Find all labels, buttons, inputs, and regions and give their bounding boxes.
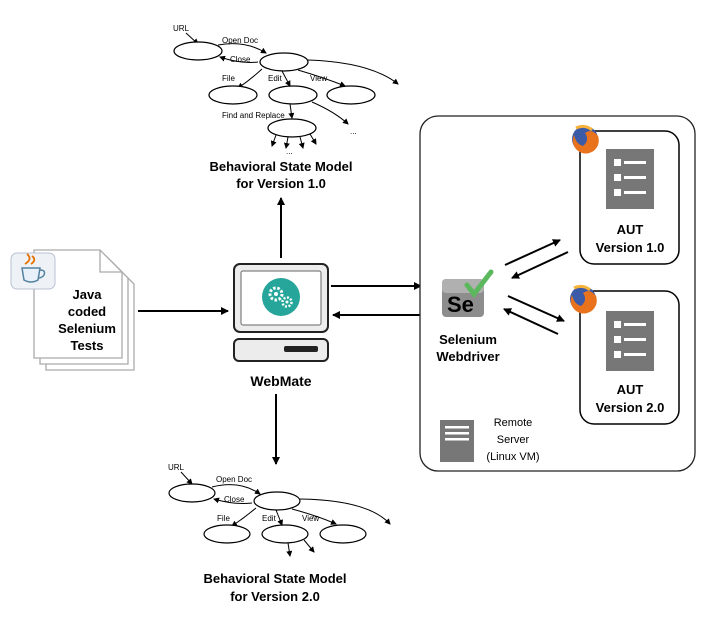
server-line-2: Server [497, 434, 530, 446]
state-node-start [168, 483, 216, 503]
webmate-label: WebMate [250, 373, 311, 389]
state-node-file [203, 524, 251, 544]
aut1-line-1: AUT [617, 222, 644, 237]
edge-label-find-replace: Find and Replace [222, 111, 285, 120]
state-node-doc [259, 52, 309, 72]
state-model-top: URL Open Doc Close File Edit View ... Fi… [173, 24, 399, 191]
state-node-find [267, 118, 317, 138]
ellipsis-2: ... [286, 147, 293, 156]
arrow-selenium-to-aut2 [507, 295, 565, 322]
state-model-bottom: URL Open Doc Close File Edit View ... Be… [168, 463, 391, 604]
state-node-doc [253, 491, 301, 511]
selenium-logo-text: Se [447, 292, 474, 317]
server-line-3: (Linux VM) [486, 451, 539, 463]
edge-label-open-doc: Open Doc [222, 36, 258, 45]
edge-label-file: File [217, 514, 230, 523]
selenium-webdriver: Se Selenium Webdriver [436, 269, 500, 364]
tests-line-1: Java [73, 287, 103, 302]
selenium-line-1: Selenium [439, 332, 497, 347]
java-icon [10, 252, 56, 290]
document-list-icon [606, 311, 654, 371]
tests-line-2: coded [68, 304, 106, 319]
edge-label-file: File [222, 74, 235, 83]
edge-label-view: View [310, 74, 327, 83]
document-list-icon [606, 149, 654, 209]
state-node-start [173, 41, 223, 61]
state-node-view [319, 524, 367, 544]
aut2-line-1: AUT [617, 382, 644, 397]
state-node-edit [268, 85, 318, 105]
aut2-line-2: Version 2.0 [596, 400, 665, 415]
state-node-edit [261, 524, 309, 544]
tests-line-4: Tests [71, 338, 104, 353]
remote-server: Remote Server (Linux VM) [440, 417, 540, 463]
node-label-url: URL [168, 463, 185, 472]
arrow-selenium-to-aut1 [504, 239, 561, 266]
java-tests-documents: Java coded Selenium Tests [10, 249, 135, 371]
firefox-icon [572, 124, 599, 154]
ellipsis-1: ... [350, 127, 357, 136]
edge-label-close: Close [230, 55, 251, 64]
edge-label-view: View [302, 514, 319, 523]
edge-label-edit: Edit [268, 74, 283, 83]
ellipsis-bottom: ... [312, 510, 319, 519]
arrow-aut2-to-selenium [503, 308, 559, 335]
selenium-line-2: Webdriver [436, 349, 499, 364]
aut1-line-2: Version 1.0 [596, 240, 665, 255]
edge-label-open-doc: Open Doc [216, 475, 252, 484]
model-bottom-title-2: for Version 2.0 [230, 589, 320, 604]
gear-icon [262, 278, 300, 316]
arrow-aut1-to-selenium [511, 251, 569, 279]
state-node-view [326, 85, 376, 105]
aut-version-1: AUT Version 1.0 [572, 124, 680, 265]
tests-line-3: Selenium [58, 321, 116, 336]
model-bottom-title-1: Behavioral State Model [203, 571, 346, 586]
server-icon [440, 420, 474, 462]
model-top-title-1: Behavioral State Model [209, 159, 352, 174]
node-label-url: URL [173, 24, 190, 33]
selenium-logo-icon: Se [442, 269, 494, 317]
state-node-file [208, 85, 258, 105]
server-line-1: Remote [494, 417, 533, 429]
webmate-computer: WebMate [233, 263, 329, 389]
model-top-title-2: for Version 1.0 [236, 176, 326, 191]
edge-label-edit: Edit [262, 514, 277, 523]
aut-version-2: AUT Version 2.0 [570, 284, 680, 425]
edge-label-close: Close [224, 495, 245, 504]
firefox-icon [570, 284, 597, 314]
